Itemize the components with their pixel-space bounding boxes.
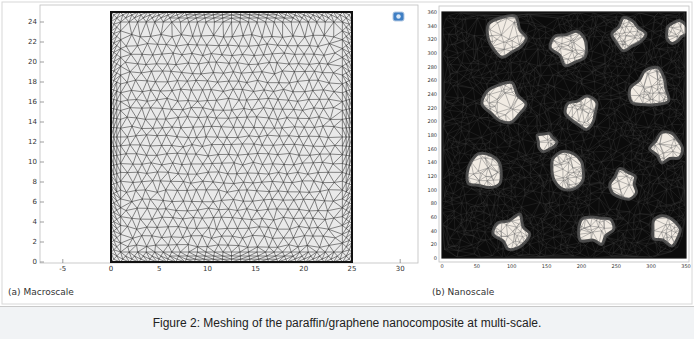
axis-tick-label: 20 bbox=[28, 59, 37, 66]
axis-tick-label: 10 bbox=[28, 159, 37, 166]
panel-label: (b) Nanoscale bbox=[432, 288, 494, 297]
axis-tick-label: 120 bbox=[427, 174, 437, 179]
axis-tick-label: 5 bbox=[157, 266, 161, 273]
caption-rule bbox=[0, 306, 694, 307]
axis-tick-label: 2 bbox=[33, 239, 37, 246]
panel-label: (a) Macroscale bbox=[8, 288, 74, 297]
axes-frame bbox=[439, 6, 689, 262]
axis-tick-label: 350 bbox=[681, 264, 691, 269]
axis-tick-label: 25 bbox=[348, 266, 357, 273]
axis-tick-label: 50 bbox=[474, 264, 480, 269]
domain-border bbox=[442, 12, 686, 258]
graphene-region bbox=[442, 12, 686, 258]
axis-tick-label: 40 bbox=[431, 228, 437, 233]
axis-tick-label: 300 bbox=[427, 51, 437, 56]
toolbar-icon bbox=[393, 12, 404, 21]
axis-tick-label: 18 bbox=[28, 79, 37, 86]
domain-fill bbox=[111, 12, 352, 262]
axis-tick-label: 8 bbox=[33, 179, 37, 186]
axis-tick-label: 250 bbox=[612, 264, 622, 269]
axis-tick-label: 280 bbox=[427, 64, 437, 69]
axis-tick-label: 0 bbox=[434, 256, 437, 261]
axis-tick-label: 0 bbox=[109, 266, 113, 273]
axis-tick-label: 200 bbox=[577, 264, 587, 269]
axis-tick-label: 300 bbox=[646, 264, 656, 269]
axis-tick-label: 24 bbox=[28, 19, 37, 26]
axis-tick-label: 30 bbox=[396, 266, 405, 273]
axis-tick-label: 60 bbox=[431, 215, 437, 220]
axis-tick-label: 340 bbox=[427, 23, 437, 28]
axis-tick-label: 80 bbox=[431, 201, 437, 206]
axis-tick-label: 16 bbox=[28, 99, 37, 106]
axis-tick-label: 100 bbox=[507, 264, 517, 269]
axis-tick-label: 4 bbox=[33, 219, 37, 226]
axis-tick-label: 20 bbox=[299, 266, 308, 273]
figure-frame bbox=[2, 2, 692, 304]
axis-tick-label: 150 bbox=[542, 264, 552, 269]
axis-tick-label: 6 bbox=[33, 199, 37, 206]
axis-tick-label: 260 bbox=[427, 78, 437, 83]
axis-tick-label: 22 bbox=[28, 39, 37, 46]
axis-tick-label: 140 bbox=[427, 160, 437, 165]
axis-tick-label: 15 bbox=[251, 266, 260, 273]
axis-tick-label: 100 bbox=[427, 187, 437, 192]
axis-tick-label: 240 bbox=[427, 92, 437, 97]
axis-tick-label: 320 bbox=[427, 37, 437, 42]
axis-tick-label: 220 bbox=[427, 105, 437, 110]
axis-tick-label: 14 bbox=[28, 119, 37, 126]
axis-tick-label: 200 bbox=[427, 119, 437, 124]
fine-mesh bbox=[442, 12, 686, 258]
figure-caption: Figure 2: Meshing of the paraffin/graphe… bbox=[153, 317, 542, 329]
caption-band bbox=[0, 306, 694, 339]
axis-tick-label: 0 bbox=[33, 259, 37, 266]
axes-frame bbox=[40, 5, 418, 263]
axis-tick-label: 12 bbox=[28, 139, 37, 146]
axis-tick-label: 180 bbox=[427, 133, 437, 138]
triangle-mesh bbox=[111, 12, 352, 262]
axis-tick-label: -5 bbox=[59, 266, 66, 273]
axis-tick-label: 160 bbox=[427, 146, 437, 151]
axis-tick-label: 0 bbox=[440, 264, 443, 269]
domain-border bbox=[111, 12, 352, 262]
axis-tick-label: 360 bbox=[427, 10, 437, 15]
paraffin-domains bbox=[467, 15, 686, 249]
axis-tick-label: 10 bbox=[203, 266, 212, 273]
blob-mesh bbox=[442, 12, 686, 258]
axis-tick-label: 20 bbox=[431, 242, 437, 247]
